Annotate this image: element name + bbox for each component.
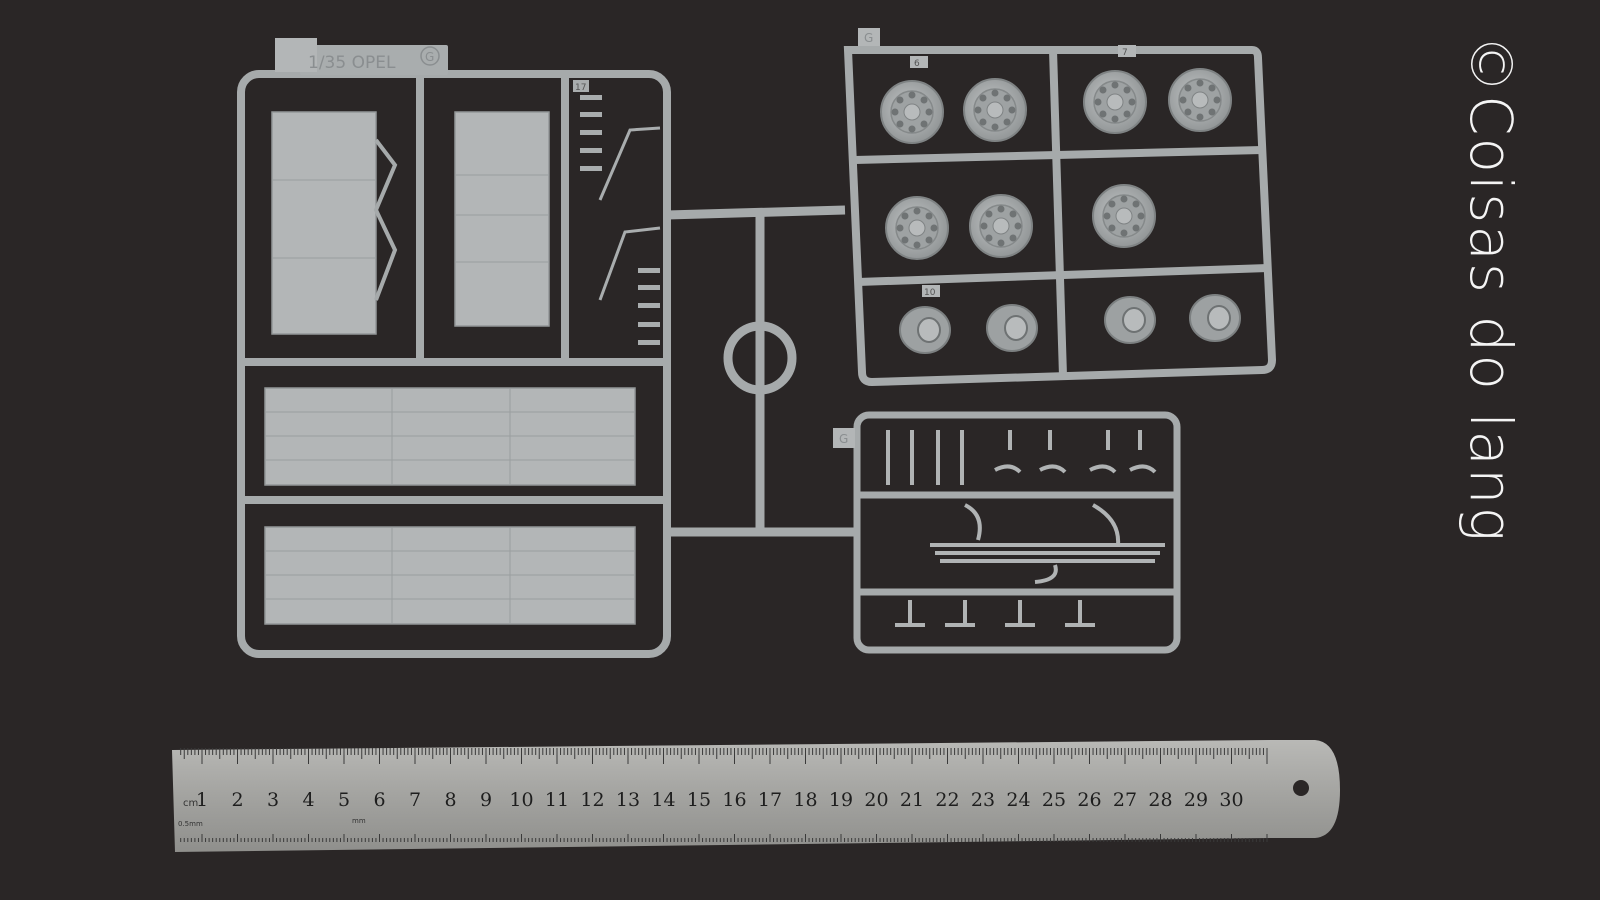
wheel-rim bbox=[880, 80, 944, 144]
ruler-number: 26 bbox=[1077, 789, 1101, 811]
wheel-rim bbox=[963, 78, 1027, 142]
svg-text:G: G bbox=[839, 432, 848, 446]
tailgate-panels bbox=[264, 111, 636, 625]
suspension-sprue bbox=[853, 411, 1181, 654]
tire bbox=[1104, 296, 1156, 344]
ruler-number: 1 bbox=[196, 789, 208, 811]
sprue-letter: G bbox=[425, 50, 434, 64]
ruler-hang-hole bbox=[1293, 780, 1309, 796]
suspension-parts bbox=[886, 430, 1165, 627]
ruler-number: 6 bbox=[373, 789, 385, 811]
ruler-number: 28 bbox=[1148, 789, 1172, 811]
ruler-number: 5 bbox=[338, 789, 350, 811]
ruler-sub-label: 0.5mm bbox=[178, 820, 203, 828]
svg-text:7: 7 bbox=[1122, 48, 1128, 58]
ruler-number: 18 bbox=[793, 789, 817, 811]
ruler-number: 14 bbox=[651, 789, 675, 811]
tire bbox=[1189, 294, 1241, 342]
ruler-number: 16 bbox=[722, 789, 746, 811]
tire bbox=[986, 304, 1038, 352]
suspension-tag: G bbox=[833, 428, 855, 448]
svg-text:6: 6 bbox=[914, 59, 920, 69]
wheel-sprue-tags: G 6 7 10 bbox=[858, 28, 1136, 298]
sprue-header-text: 1/35 OPEL bbox=[308, 53, 396, 73]
ruler-number: 10 bbox=[509, 789, 533, 811]
ruler-unit-label: cm bbox=[183, 798, 198, 809]
ruler-number: 20 bbox=[864, 789, 888, 811]
wheel-rim bbox=[1168, 68, 1232, 132]
svg-text:17: 17 bbox=[575, 83, 586, 93]
wheel-sprue bbox=[843, 46, 1277, 387]
wheel-rim bbox=[1092, 184, 1156, 248]
ruler-number: 19 bbox=[829, 789, 853, 811]
ruler-number: 25 bbox=[1042, 789, 1066, 811]
ruler-number: 21 bbox=[900, 789, 924, 811]
ruler-number: 4 bbox=[302, 789, 314, 811]
ruler-number: 27 bbox=[1113, 789, 1137, 811]
wheels bbox=[880, 68, 1241, 354]
ruler-number: 9 bbox=[480, 789, 492, 811]
sprue-header-tab: 1/35 OPEL G bbox=[275, 38, 448, 75]
ruler-number: 23 bbox=[971, 789, 995, 811]
small-parts-left: 17 bbox=[573, 80, 661, 345]
tire bbox=[899, 306, 951, 354]
svg-text:10: 10 bbox=[924, 288, 936, 298]
ruler-number: 7 bbox=[409, 789, 421, 811]
ruler-number: 13 bbox=[616, 789, 640, 811]
ruler-number: 2 bbox=[231, 789, 243, 811]
wheel-rim bbox=[1083, 70, 1147, 134]
ruler-number: 29 bbox=[1184, 789, 1208, 811]
ruler-number: 17 bbox=[758, 789, 782, 811]
ruler-number: 11 bbox=[545, 789, 569, 811]
ruler-number: 3 bbox=[267, 789, 279, 811]
ruler-mm-label: mm bbox=[352, 817, 366, 825]
ruler-number: 30 bbox=[1219, 789, 1243, 811]
wheel-rim bbox=[885, 196, 949, 260]
ruler-number: 8 bbox=[444, 789, 456, 811]
left-sprue bbox=[237, 70, 858, 658]
wheel-rim bbox=[969, 194, 1033, 258]
ruler-number: 15 bbox=[687, 789, 711, 811]
ruler-number: 12 bbox=[580, 789, 604, 811]
panel-planks bbox=[265, 138, 635, 624]
svg-text:G: G bbox=[864, 31, 873, 45]
ruler-number: 22 bbox=[935, 789, 959, 811]
ruler-number: 24 bbox=[1006, 789, 1030, 811]
watermark: ©Coisas do lang bbox=[1457, 35, 1525, 544]
